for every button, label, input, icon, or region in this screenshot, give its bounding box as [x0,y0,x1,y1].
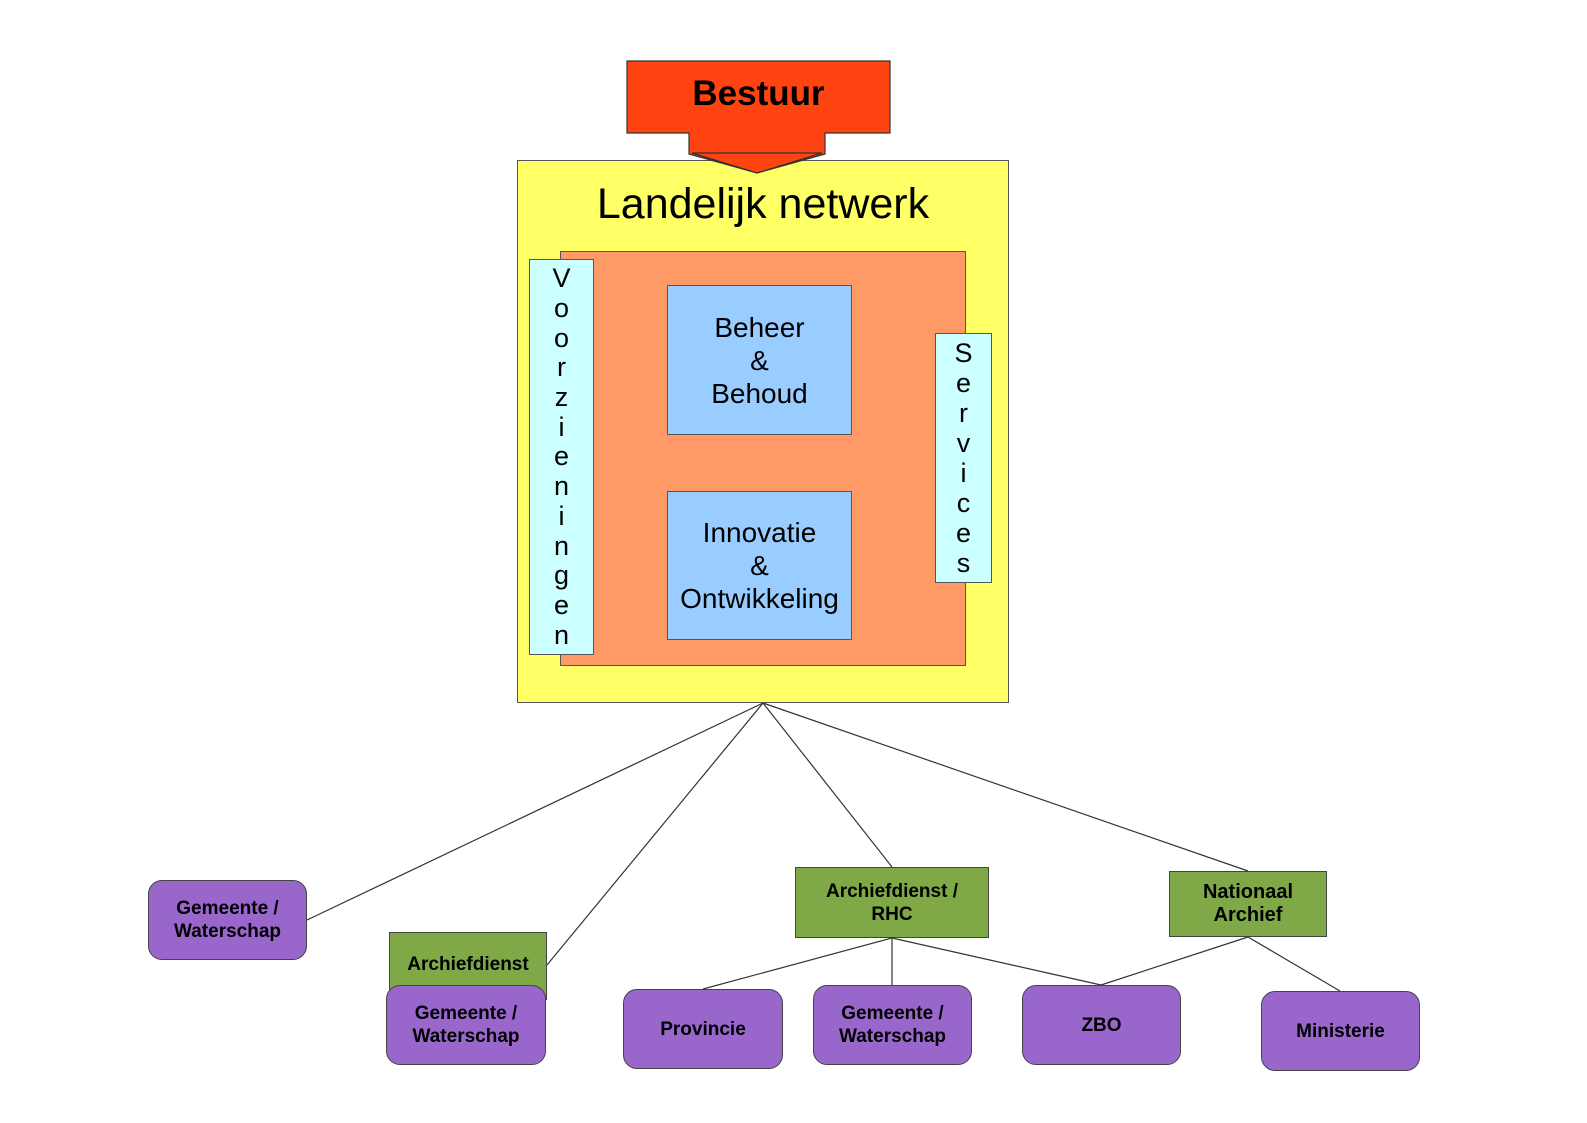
org-line: Waterschap [174,921,281,942]
vertical-letter: e [553,441,570,472]
vertical-letter: S [954,337,973,368]
org-line: Gemeente / [414,1003,518,1024]
org-line: Nationaal [1202,881,1294,903]
nationaal-archief-box: Nationaal Archief [1169,871,1327,937]
vertical-letter: r [959,397,968,428]
org-line: Gemeente / [176,898,279,919]
innovatie-line-1: Innovatie [702,517,817,548]
archiefdienst-rhc-box: Archiefdienst / RHC [795,867,989,938]
beheer-behoud-box: Beheer & Behoud [667,285,852,435]
org-line: Provincie [660,1018,746,1040]
vertical-letter: z [554,382,569,413]
vertical-letter: i [960,457,967,488]
vertical-letter: V [552,263,571,294]
vertical-letter: n [553,471,570,502]
ministerie-box: Ministerie [1261,991,1420,1071]
gemeente-waterschap-left: Gemeente / Waterschap [148,880,307,960]
line-rhc-zbo [891,937,1102,986]
org-line: Waterschap [839,1026,946,1047]
line-network-nationaal-archief [762,702,1249,872]
vertical-letter: v [956,427,971,458]
beheer-line-2: & [750,344,769,376]
vertical-letter: s [956,547,971,578]
vertical-letter: o [553,322,570,353]
vertical-letter: n [553,530,570,561]
line-nationaal-zbo [1100,936,1249,986]
bestuur-label: Bestuur [692,74,825,113]
vertical-letter: e [955,367,972,398]
vertical-letter: i [558,411,565,442]
provincie-box: Provincie [623,989,783,1069]
line-network-archiefdienst [546,702,764,966]
innovatie-line-2: & [750,550,769,581]
org-line: Archiefdienst [407,954,529,975]
org-line: Archiefdienst / [826,880,958,902]
line-rhc-provincie [702,937,893,990]
org-line: Ministerie [1296,1020,1385,1042]
beheer-line-1: Beheer [714,311,805,343]
vertical-letter: r [557,352,566,383]
line-network-rhc [762,702,893,868]
org-line: Gemeente / [841,1003,944,1024]
vertical-letter: i [558,500,565,531]
beheer-line-3: Behoud [711,377,808,409]
vertical-letter: c [956,487,971,518]
gemeente-waterschap-under-rhc: Gemeente / Waterschap [813,985,972,1065]
landelijk-netwerk-title: Landelijk netwerk [596,180,930,228]
innovatie-line-3: Ontwikkeling [680,583,839,614]
org-line: Waterschap [412,1026,520,1047]
vertical-letter: e [553,589,570,620]
org-line: Archief [1213,904,1283,926]
vertical-letter: g [553,560,570,591]
org-line: ZBO [1081,1014,1122,1036]
vertical-letter: o [553,293,570,324]
zbo-box: ZBO [1022,985,1181,1065]
org-line: RHC [871,903,913,925]
bestuur-arrow-shape [626,60,891,174]
line-nationaal-ministerie [1247,936,1341,992]
bestuur-arrow [626,60,891,174]
innovatie-ontwikkeling-box: Innovatie & Ontwikkeling [667,491,852,640]
line-network-gemeente-left [306,702,764,921]
vertical-letter: e [955,517,972,548]
gemeente-waterschap-under-archiefdienst: Gemeente / Waterschap [386,985,546,1065]
vertical-letter: n [553,619,570,650]
